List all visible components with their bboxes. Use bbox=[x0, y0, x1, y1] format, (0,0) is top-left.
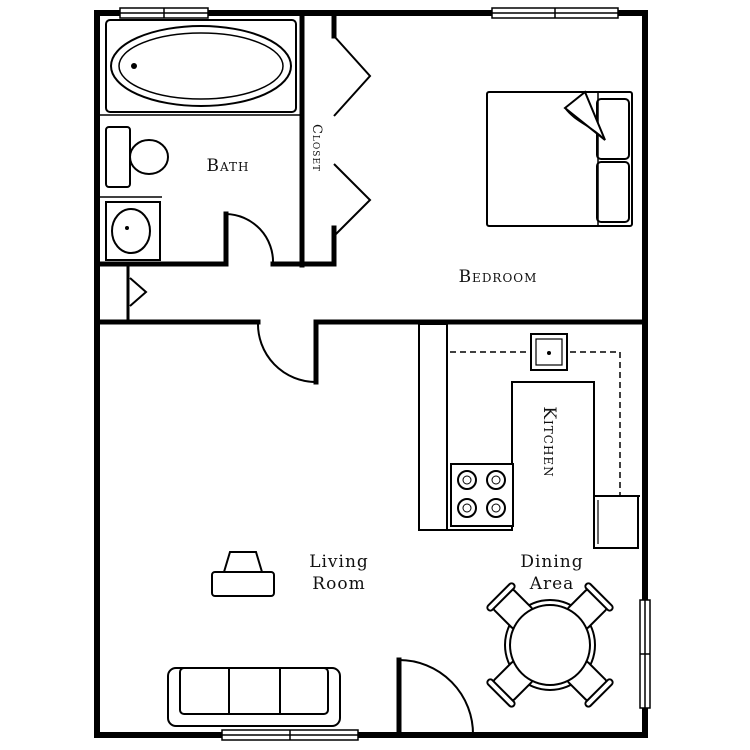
hall-closet-door bbox=[129, 277, 148, 307]
label-living: Living bbox=[309, 552, 369, 572]
entry-door bbox=[398, 659, 475, 736]
bath-sink bbox=[105, 201, 161, 261]
closet-doors bbox=[333, 35, 372, 237]
label-kitchen: Kitchen bbox=[539, 406, 559, 477]
stove bbox=[450, 463, 514, 527]
sofa bbox=[167, 667, 341, 727]
windows bbox=[119, 7, 651, 741]
kitchen-counters bbox=[418, 323, 640, 531]
window-bedroom-top bbox=[491, 7, 619, 19]
bath-door bbox=[225, 213, 275, 265]
kitchen-sink bbox=[530, 333, 568, 371]
interior-walls bbox=[94, 13, 648, 738]
bed bbox=[486, 90, 633, 227]
bedroom-door bbox=[256, 321, 317, 383]
label-closet: Closet bbox=[309, 124, 324, 172]
label-room: Room bbox=[312, 574, 365, 594]
label-area: Area bbox=[529, 574, 575, 594]
refrigerator bbox=[593, 495, 639, 549]
window-dining-right bbox=[639, 599, 651, 709]
doors bbox=[129, 35, 475, 736]
label-dining: Dining bbox=[520, 552, 583, 572]
label-bedroom: Bedroom bbox=[459, 267, 538, 287]
exterior-walls bbox=[94, 10, 648, 738]
label-bath: Bath bbox=[207, 156, 250, 176]
bathtub bbox=[105, 19, 297, 113]
room-labels: Bath Closet Bedroom Kitchen Living Room … bbox=[207, 124, 583, 594]
window-bath-top bbox=[119, 7, 209, 19]
toilet bbox=[105, 126, 169, 188]
dining-table bbox=[486, 582, 614, 708]
window-living-bottom bbox=[221, 729, 359, 741]
lamp-table bbox=[211, 551, 275, 597]
